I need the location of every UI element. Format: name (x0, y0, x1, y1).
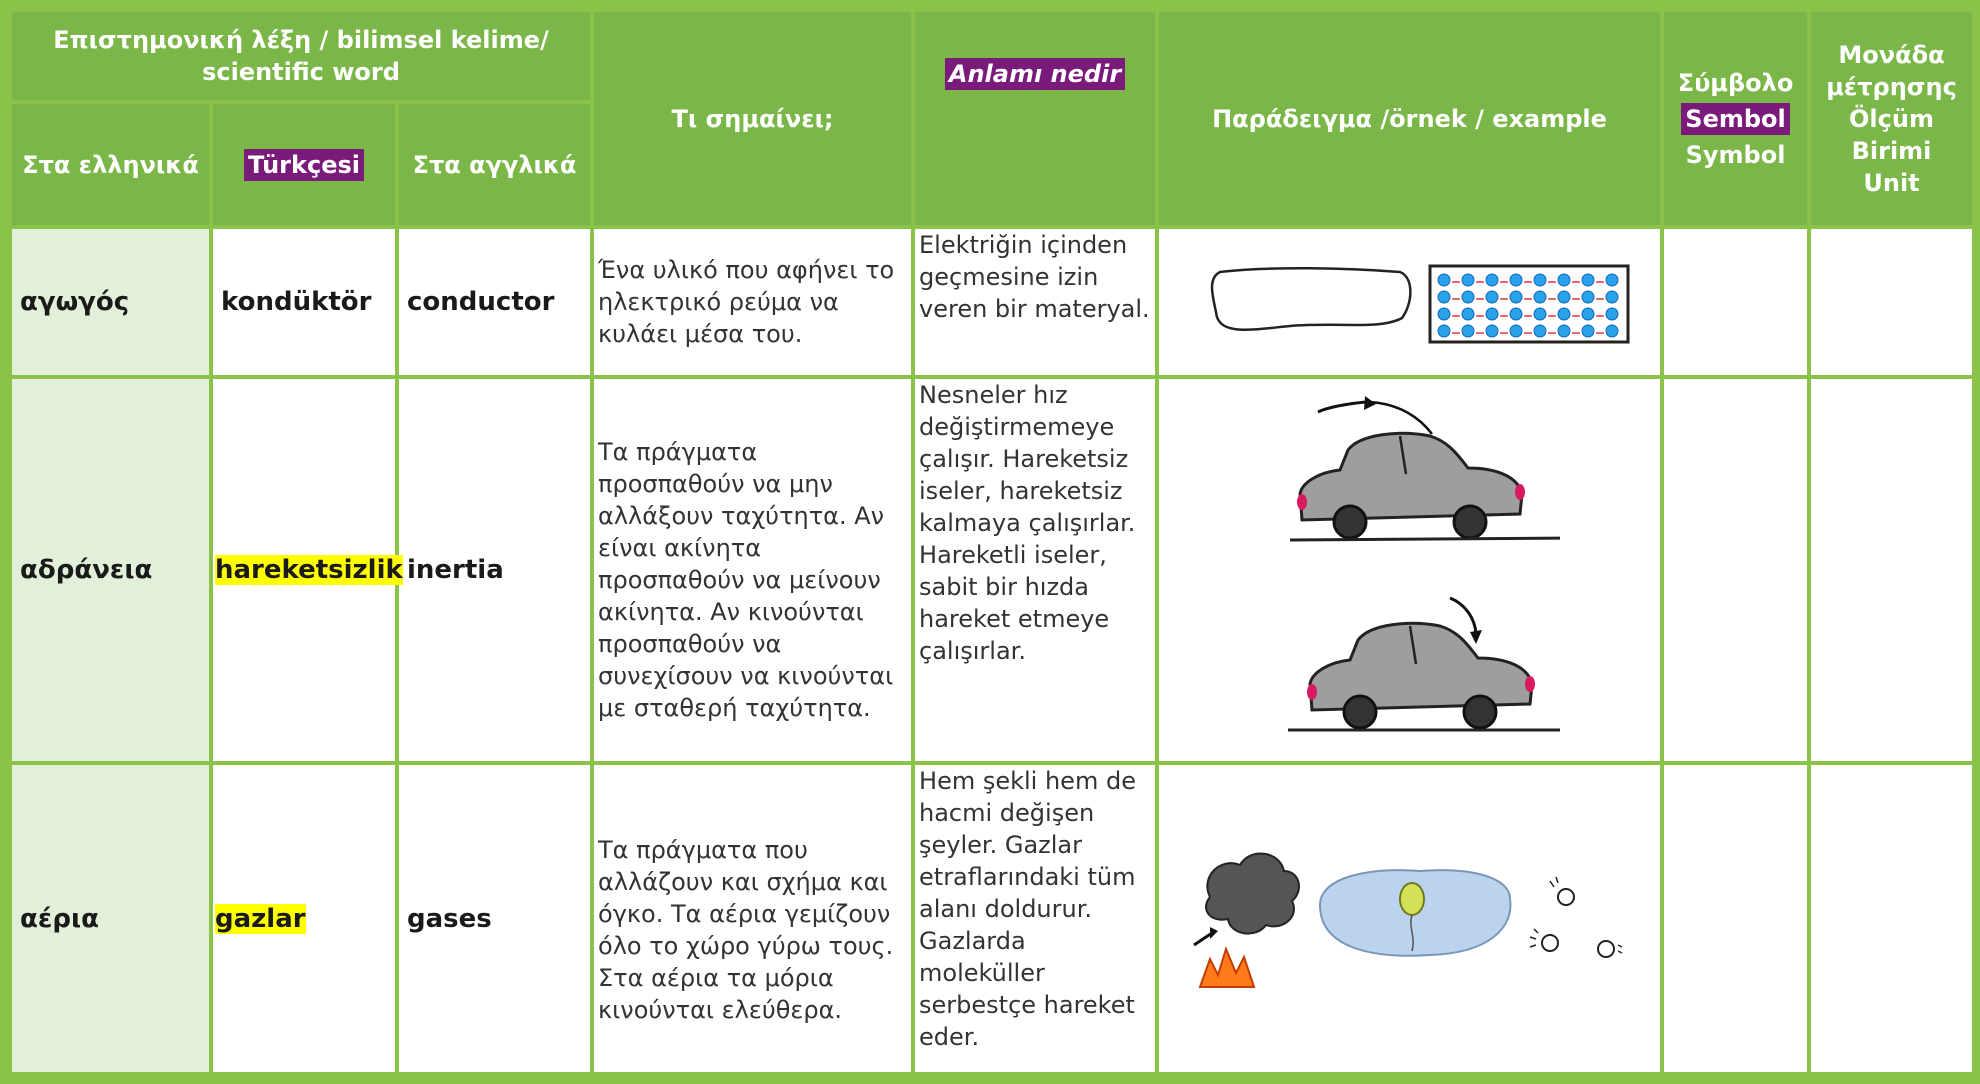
electron-dot (1461, 324, 1475, 338)
electron-dot (1437, 290, 1451, 304)
car-icon (1287, 596, 1580, 732)
electron-dot (1533, 290, 1547, 304)
electron-dot (1485, 324, 1499, 338)
car-icon (1289, 396, 1580, 542)
turkish-word: kondüktör (213, 229, 395, 375)
meaning-turkish: Elektriğin içinden geçmesine izin veren … (915, 229, 1156, 375)
unit-cell (1811, 229, 1973, 375)
greek-word: αγωγός (12, 229, 209, 375)
electron-dot (1533, 307, 1547, 321)
electron-dot (1605, 290, 1619, 304)
turkish-column-header: Türkçesi (213, 104, 395, 225)
electron-dot (1437, 324, 1451, 338)
english-word: inertia (399, 379, 591, 761)
meaning-greek: Τα πράγματα που αλλάζουν και σχήμα και ό… (594, 765, 912, 1072)
electron-dot (1533, 273, 1547, 287)
example-header: Παράδειγμα /örnek / example (1159, 12, 1661, 225)
wire-outline-icon (1210, 266, 1412, 331)
english-column-header: Στα αγγλικά (399, 104, 591, 225)
symbol-cell (1664, 229, 1808, 375)
table-row: αέρια gazlar gases Τα πράγματα που αλλάζ… (12, 765, 1973, 1072)
smoke-fire-icon (1192, 852, 1300, 988)
symbol-turkish-label: Sembol (1681, 102, 1790, 135)
electron-dot (1557, 290, 1571, 304)
electron-dot (1437, 273, 1451, 287)
vocabulary-table: Επιστημονική λέξη / bilimsel kelime/ sci… (8, 8, 1976, 1076)
meaning-greek: Τα πράγματα προσπαθούν να μην αλλάξουν τ… (594, 379, 912, 761)
unit-cell (1811, 379, 1973, 761)
symbol-greek-label: Σύμβολο (1677, 68, 1794, 97)
symbol-cell (1664, 765, 1808, 1072)
electron-dot (1437, 307, 1451, 321)
electron-dot (1509, 324, 1523, 338)
meaning-turkish-header: Anlamı nedir (915, 12, 1156, 225)
meaning-greek: Ένα υλικό που αφήνει το ηλεκτρικό ρεύμα … (594, 229, 912, 375)
electron-dot (1461, 273, 1475, 287)
unit-header: Μονάδα μέτρησης Ölçüm Birimi Unit (1811, 12, 1973, 225)
electron-dot (1485, 273, 1499, 287)
symbol-header: Σύμβολο Sembol Symbol (1664, 12, 1808, 225)
turkish-word: hareketsizlik (213, 379, 403, 761)
electron-dot (1485, 307, 1499, 321)
meaning-turkish: Nesneler hız değiştirmemeye çalışır. Har… (915, 379, 1156, 761)
electron-grid-icon (1428, 264, 1630, 344)
electron-dot (1461, 290, 1475, 304)
electron-dot (1581, 307, 1595, 321)
electron-dot (1605, 307, 1619, 321)
electron-dot (1581, 290, 1595, 304)
scientific-word-header: Επιστημονική λέξη / bilimsel kelime/ sci… (12, 12, 591, 100)
balloon-cloud-icon (1318, 868, 1511, 957)
electron-dot (1485, 290, 1499, 304)
english-word: gases (399, 765, 591, 1072)
electron-dot (1581, 324, 1595, 338)
meaning-greek-header: Τι σημαίνει; (594, 12, 912, 225)
unit-turkish-label: Ölçüm Birimi (1849, 104, 1934, 165)
moving-molecules-icon (1529, 876, 1622, 958)
unit-greek-label: Μονάδα μέτρησης (1826, 40, 1957, 101)
conductor-example-illustration (1210, 264, 1630, 344)
electron-dot (1557, 307, 1571, 321)
greek-word: αέρια (12, 765, 209, 1072)
electron-dot (1581, 273, 1595, 287)
meaning-turkish: Hem şekli hem de hacmi değişen şeyler. G… (915, 765, 1156, 1072)
turkish-word: gazlar (213, 765, 395, 1072)
unit-cell (1811, 765, 1973, 1072)
english-word: conductor (399, 229, 591, 375)
symbol-cell (1664, 379, 1808, 761)
electron-dot (1533, 324, 1547, 338)
gases-example-illustration (1192, 852, 1622, 988)
table-row: αδράνεια hareketsizlik inertia Τα πράγμα… (12, 379, 1973, 761)
example-cell (1159, 379, 1661, 761)
electron-dot (1461, 307, 1475, 321)
electron-dot (1557, 324, 1571, 338)
electron-dot (1509, 307, 1523, 321)
electron-dot (1509, 273, 1523, 287)
electron-dot (1605, 324, 1619, 338)
unit-english-label: Unit (1863, 168, 1920, 197)
greek-word: αδράνεια (12, 379, 209, 761)
example-cell (1159, 765, 1661, 1072)
electron-dot (1557, 273, 1571, 287)
electron-dot (1509, 290, 1523, 304)
inertia-example-illustration (1287, 396, 1580, 732)
table-row: αγωγός kondüktör conductor Ένα υλικό που… (12, 229, 1973, 375)
example-cell (1159, 229, 1661, 375)
greek-column-header: Στα ελληνικά (12, 104, 209, 225)
electron-dot (1605, 273, 1619, 287)
symbol-english-label: Symbol (1685, 140, 1786, 169)
